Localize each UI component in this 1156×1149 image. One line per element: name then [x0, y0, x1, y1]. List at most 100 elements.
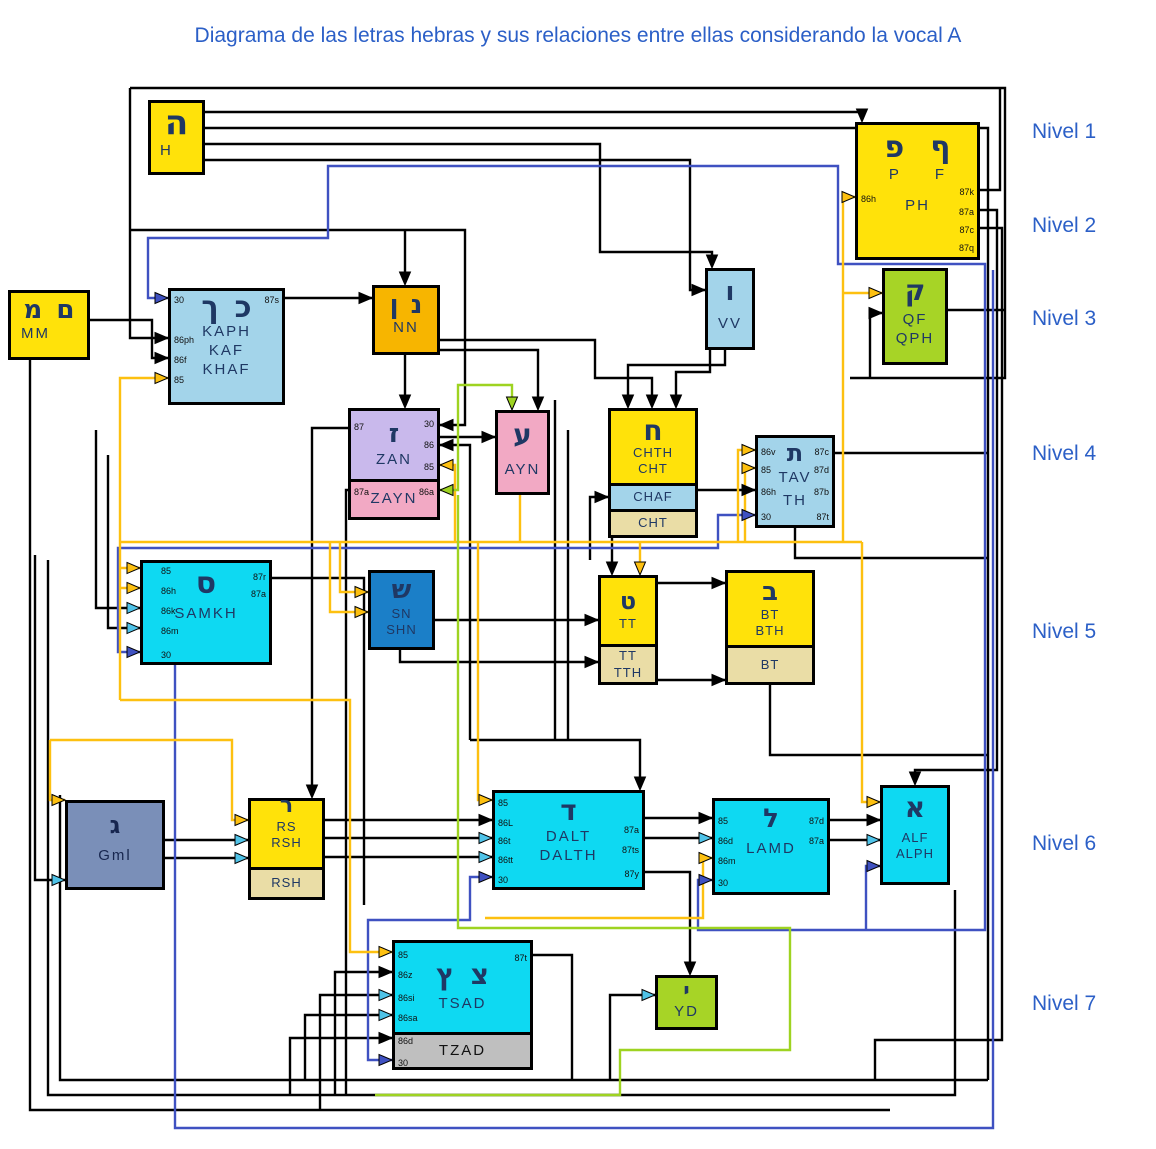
- port-label: 85: [174, 375, 185, 385]
- hebrew-letter: מ: [23, 295, 43, 325]
- hebrew-letter: ר: [279, 792, 294, 818]
- node-label: TT: [619, 616, 637, 632]
- hebrew-letter: ם: [56, 295, 75, 325]
- level-label-6: Nivel 6: [1032, 832, 1097, 855]
- port-label: 30: [498, 875, 509, 885]
- port-label: 86f: [174, 355, 187, 365]
- port-label: 85: [498, 798, 509, 808]
- node-label: NN: [393, 319, 419, 336]
- node-gml: ג Gml: [65, 800, 165, 890]
- node-zan: ז ZAN ZAYN 87 30 86 85 87a 86a: [348, 408, 440, 520]
- hebrew-letter: ט: [619, 587, 637, 616]
- port-label: 86k: [161, 606, 176, 616]
- port-label: 85: [761, 465, 772, 475]
- node-label: P: [888, 166, 901, 183]
- node-label: BT: [760, 606, 780, 622]
- port-label: 87q: [958, 243, 974, 253]
- node-label: CHT: [638, 515, 668, 531]
- port-label: 87y: [624, 869, 639, 879]
- node-label: AYN: [504, 461, 541, 478]
- port-label: 87c: [959, 225, 974, 235]
- node-label: Gml: [98, 847, 132, 864]
- hebrew-letter: ד: [560, 794, 577, 827]
- node-label: MM: [21, 325, 50, 342]
- node-bt: ב BT BTH BT: [725, 570, 815, 685]
- node-sn: ש SN SHN: [368, 570, 435, 650]
- node-label: DALTH: [539, 846, 598, 864]
- node-label: F: [934, 166, 947, 183]
- port-label: 87a: [354, 487, 370, 497]
- port-label: 86v: [761, 447, 776, 457]
- port-label: 87t: [514, 953, 527, 963]
- port-label: 86m: [718, 856, 736, 866]
- bt-section: ב BT BTH: [728, 573, 812, 645]
- node-label: ZAN: [376, 450, 412, 468]
- port-label: 87ts: [621, 845, 639, 855]
- node-chth: ח CHTH CHT CHAF CHT: [608, 408, 698, 538]
- level-label-4: Nivel 4: [1032, 442, 1097, 465]
- hebrew-letters: מ ם: [24, 297, 75, 323]
- node-alf: א ALF ALPH: [880, 785, 950, 885]
- port-label: 30: [423, 419, 434, 429]
- zayn-section: ZAYN: [351, 479, 437, 517]
- node-label: ZAYN: [370, 490, 418, 508]
- port-label: 30: [761, 512, 772, 522]
- node-h: ה H: [148, 100, 205, 175]
- port-label: 85: [718, 816, 729, 826]
- node-label: ALPH: [896, 846, 934, 862]
- hebrew-letter: ז: [388, 418, 400, 449]
- port-label: 30: [174, 295, 185, 305]
- port-label: 85: [161, 566, 172, 576]
- port-label: 87t: [816, 512, 829, 522]
- node-label: ALF: [901, 830, 929, 845]
- node-samkh: ס SAMKH 85 86h 86k 86m 30 87r 87a: [140, 560, 272, 665]
- port-label: 30: [161, 650, 172, 660]
- port-label: 85: [423, 462, 434, 472]
- hebrew-letter: ל: [763, 804, 779, 834]
- port-label: 86h: [861, 194, 877, 204]
- port-label: 30: [398, 1058, 409, 1068]
- port-label: 86z: [398, 970, 413, 980]
- hebrew-letter: י: [683, 979, 690, 1004]
- node-label: YD: [674, 1003, 699, 1020]
- node-mm: מ ם MM: [8, 290, 90, 360]
- tsad-section: ץ צ TSAD: [395, 943, 530, 1032]
- port-label: 87d: [808, 816, 824, 826]
- diagram-title: Diagrama de las letras hebras y sus rela…: [194, 24, 962, 47]
- port-label: 86tt: [498, 855, 514, 865]
- node-yd: י YD: [655, 975, 718, 1030]
- arrowheads: [51, 108, 922, 1067]
- node-label: KAF: [208, 341, 245, 359]
- node-label: TSAD: [438, 995, 487, 1013]
- hebrew-letter: צ: [470, 958, 489, 992]
- node-ayn: ע AYN: [495, 410, 550, 495]
- hebrew-letter: ת: [786, 439, 804, 467]
- level-label-1: Nivel 1: [1032, 120, 1097, 143]
- level-label-7: Nivel 7: [1032, 992, 1097, 1015]
- letter-labels: P F: [858, 166, 977, 185]
- node-vv: ו VV: [705, 268, 755, 350]
- hebrew-letter: ש: [391, 575, 412, 605]
- hebrew-letter: ס: [195, 566, 217, 601]
- node-label: SN: [391, 606, 412, 621]
- node-ph: פ ף P F PH 86h 87k 87a 87c 87q: [855, 122, 980, 260]
- hebrew-letter: ך: [201, 290, 219, 325]
- hebrew-letter: פ: [884, 130, 905, 165]
- port-label: 87b: [813, 487, 829, 497]
- rs-section: ר RS RSH: [251, 794, 322, 867]
- node-label: H: [160, 142, 173, 159]
- node-label: VV: [717, 315, 742, 332]
- port-label: 86ph: [174, 335, 195, 345]
- port-label: 86d: [398, 1036, 414, 1046]
- hebrew-letter: ו: [725, 277, 735, 307]
- port-label: 30: [718, 878, 729, 888]
- tth-section: TT TTH: [601, 644, 655, 682]
- hebrew-letters: ן נ: [390, 292, 423, 318]
- hebrew-letter: ב: [762, 576, 778, 607]
- port-label: 86sa: [398, 1013, 418, 1023]
- node-tsad: ץ צ TSAD TZAD 85 86z 86si 86sa 86d 30 87…: [392, 940, 533, 1070]
- node-rs: ר RS RSH RSH: [248, 794, 325, 900]
- node-label: TTH: [613, 664, 643, 680]
- hebrew-letter: ן: [389, 290, 399, 320]
- port-label: 87c: [814, 447, 829, 457]
